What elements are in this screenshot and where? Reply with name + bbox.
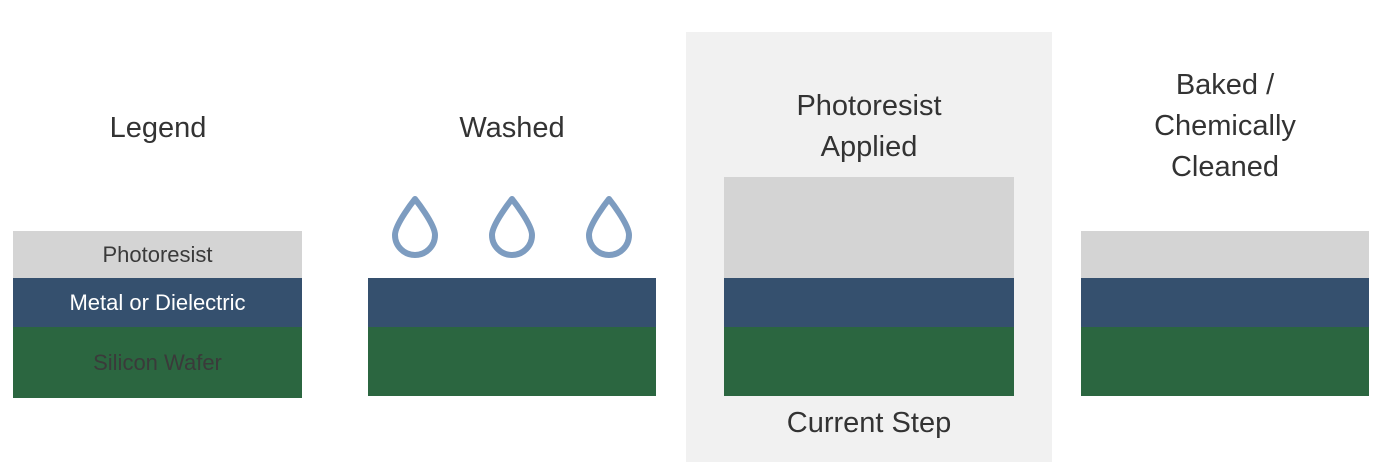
water-droplets-group (368, 194, 656, 258)
layer-photoresist (1081, 231, 1369, 278)
layer-silicon-wafer (724, 327, 1014, 396)
wafer-stack-baked-chemically-cleaned (1081, 231, 1369, 396)
column-title-baked-chemically-cleaned: Baked / Chemically Cleaned (1154, 69, 1296, 183)
column-legend[interactable]: Legend Photoresist Metal or Dielectric S… (0, 0, 316, 470)
column-title-legend: Legend (109, 112, 207, 144)
layer-label-photoresist: Photoresist (102, 241, 213, 267)
layer-metal-or-dielectric (1081, 278, 1369, 327)
layer-silicon-wafer (1081, 327, 1369, 396)
layer-label-metal-or-dielectric: Metal or Dielectric (69, 289, 246, 315)
column-washed[interactable]: Washed (356, 0, 668, 470)
layer-photoresist (724, 177, 1014, 278)
layer-metal-or-dielectric: Metal or Dielectric (13, 278, 302, 327)
column-photoresist-applied[interactable]: Photoresist Applied Current Step (686, 0, 1052, 470)
water-droplet-icon (489, 196, 535, 258)
water-droplet-icon (586, 196, 632, 258)
column-baked-chemically-cleaned[interactable]: Baked / Chemically Cleaned (1068, 0, 1382, 470)
wafer-stack-washed (368, 278, 656, 396)
layer-silicon-wafer: Silicon Wafer (13, 327, 302, 398)
layer-silicon-wafer (368, 327, 656, 396)
layer-label-silicon-wafer: Silicon Wafer (93, 349, 222, 375)
current-step-caption: Current Step (786, 407, 952, 439)
wafer-stack-photoresist-applied (724, 177, 1014, 396)
column-title-washed: Washed (459, 112, 565, 144)
layer-metal-or-dielectric (724, 278, 1014, 327)
layer-photoresist: Photoresist (13, 231, 302, 278)
column-title-photoresist-applied: Photoresist Applied (796, 90, 942, 163)
layer-metal-or-dielectric (368, 278, 656, 327)
wafer-stack-legend: Photoresist Metal or Dielectric Silicon … (13, 231, 302, 398)
water-droplet-icon (392, 196, 438, 258)
